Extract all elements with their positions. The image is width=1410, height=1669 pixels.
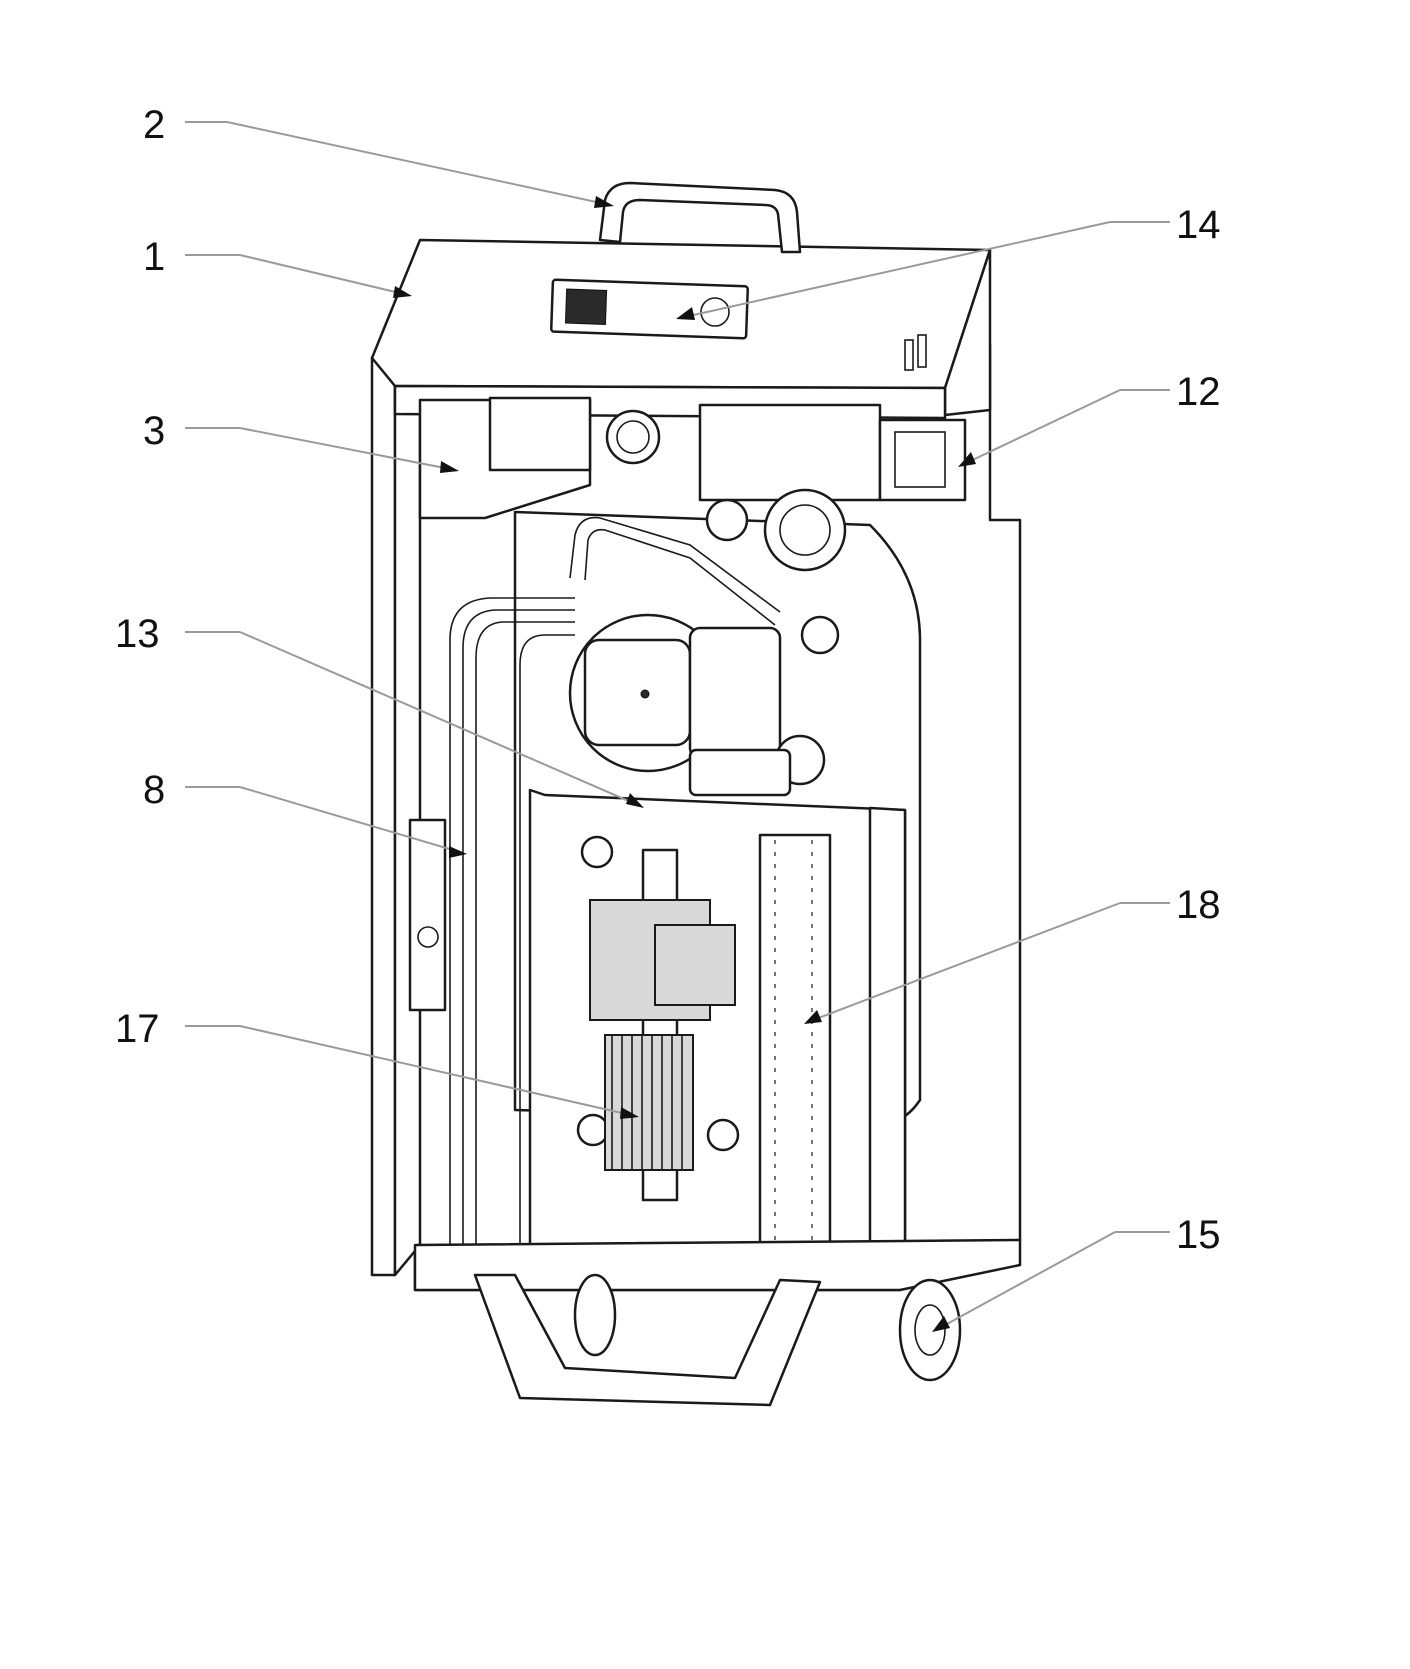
- callout-17: 17: [115, 1007, 160, 1051]
- callout-14: 14: [1176, 203, 1221, 247]
- arrowhead-18: [804, 1010, 822, 1024]
- arrowhead-8: [449, 846, 467, 858]
- valve-2: [800, 615, 840, 655]
- left-side-panel-inner: [393, 358, 422, 1277]
- bracket-port-inner: [616, 420, 650, 454]
- terminal-strip: [758, 833, 832, 1267]
- upper-manifold: [698, 403, 882, 502]
- leader-2-diag: [226, 121, 611, 206]
- leader-18-diag: [807, 902, 1121, 1023]
- relay-block-side: [654, 924, 736, 1006]
- leader-8-diag: [239, 786, 464, 854]
- leader-15-diag: [935, 1231, 1116, 1331]
- top-handle: [598, 181, 802, 254]
- valve-block: [688, 748, 792, 797]
- leader-12-diag: [961, 389, 1121, 466]
- terminal-strip-dots: [774, 840, 813, 1260]
- arrowhead-12: [958, 452, 976, 467]
- wheel-hub: [914, 1304, 946, 1356]
- arrowhead-14: [676, 307, 695, 320]
- pipe-loop-mid: [462, 609, 575, 1245]
- pipe-loop-4: [519, 634, 575, 1245]
- leader-13-diag: [239, 631, 641, 807]
- electrical-cabinet-side: [868, 806, 907, 1277]
- pipe-loop-inner: [475, 621, 575, 1245]
- display-knob: [700, 297, 730, 327]
- leader-17-diag: [239, 1025, 636, 1117]
- side-mount-plate: [408, 818, 447, 1012]
- upper-bracket-top: [488, 396, 592, 472]
- leader-1-diag: [239, 254, 409, 296]
- callout-1: 1: [143, 235, 165, 279]
- callout-15: 15: [1176, 1213, 1221, 1257]
- display-screen: [564, 288, 608, 325]
- callout-8: 8: [143, 768, 165, 812]
- hood-vent-1: [904, 339, 914, 371]
- bottom-handle: [473, 1273, 822, 1407]
- pump-motor: [688, 626, 782, 760]
- callout-2: 2: [143, 103, 165, 147]
- arrowhead-17: [620, 1107, 639, 1119]
- arrowhead-15: [932, 1316, 950, 1332]
- arrowhead-13: [626, 793, 644, 808]
- unit-drawing: [370, 181, 1022, 1407]
- valve-1: [705, 498, 749, 542]
- left-side-panel: [370, 356, 397, 1277]
- arrowhead-1: [393, 286, 412, 298]
- leader-14-diag: [679, 221, 1111, 319]
- wheel: [898, 1278, 962, 1382]
- pump-head: [583, 638, 692, 747]
- terminal-block-stack: [604, 1034, 694, 1171]
- bracket-port: [605, 409, 661, 465]
- callout-3: 3: [143, 409, 165, 453]
- callout-13: 13: [115, 612, 160, 656]
- pipe-loop-outer: [449, 597, 575, 1245]
- hood-vent-2: [917, 334, 927, 368]
- callout-18: 18: [1176, 883, 1221, 927]
- gauge: [763, 488, 847, 572]
- cabinet-knockout-2: [576, 1113, 610, 1147]
- cabinet-knockout-1: [580, 835, 614, 869]
- right-box-inner: [894, 431, 946, 488]
- top-pipe: [569, 516, 781, 613]
- leader-3-diag: [239, 427, 456, 471]
- arrowhead-2: [594, 196, 614, 208]
- base-plate: [413, 1238, 1022, 1292]
- callout-leaders: [185, 121, 1170, 1332]
- terminal-block-stripes: [611, 1035, 683, 1170]
- pump-center: [640, 689, 650, 699]
- top-pipe-2: [584, 528, 776, 626]
- callout-12: 12: [1176, 370, 1221, 414]
- mount-bolt: [417, 926, 439, 948]
- callout-numbers: 2 1 14 3 12 13 8 18 17 15: [115, 103, 1221, 1257]
- gauge-inner: [779, 504, 831, 556]
- rear-wheel-left: [573, 1273, 617, 1357]
- cabinet-knockout-3: [706, 1118, 740, 1152]
- arrowhead-3: [440, 461, 459, 473]
